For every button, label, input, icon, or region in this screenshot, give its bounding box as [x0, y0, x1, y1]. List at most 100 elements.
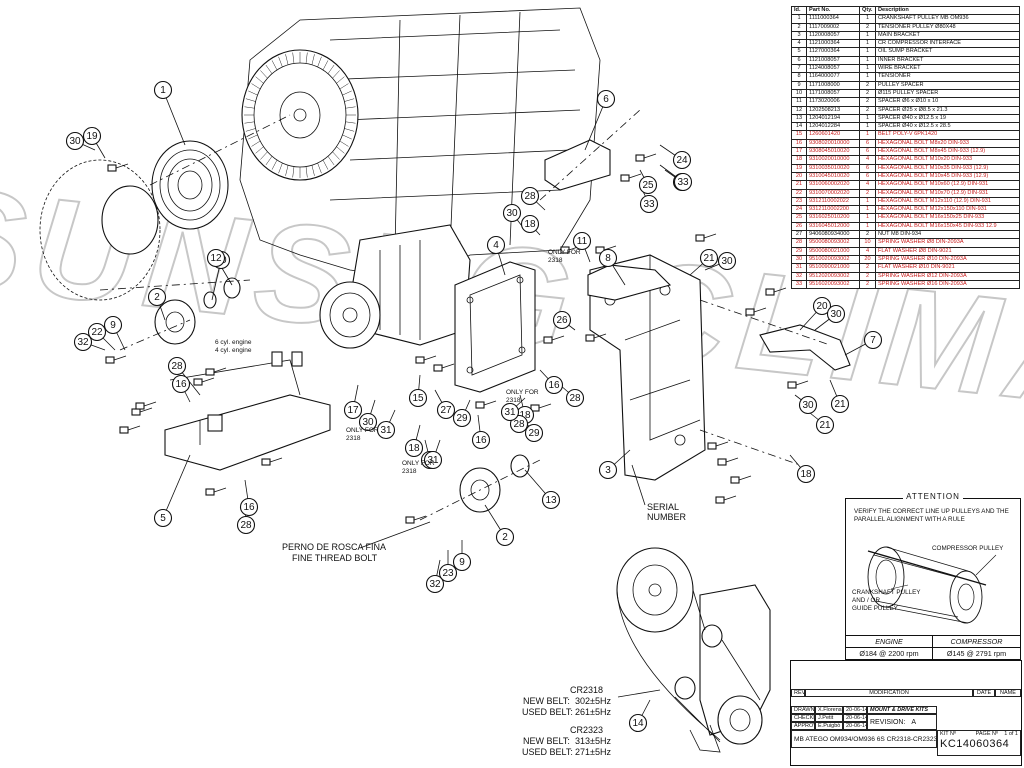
bolt-shank — [723, 495, 737, 501]
bom-cell-part-no: 9406080934000 — [806, 229, 860, 240]
bom-cell-qty: 4 — [859, 155, 876, 165]
callout-label: 28 — [171, 361, 183, 372]
bom-cell-description: SPACER Ø25 x Ø8.5 x 21.3 — [875, 105, 1020, 115]
bom-cell-part-no: 1124008057 — [806, 64, 860, 74]
callout-label: 21 — [703, 253, 715, 264]
bom-cell-qty: 2 — [859, 22, 876, 32]
callout-circle — [471, 430, 491, 450]
callout-label: 28 — [524, 191, 536, 202]
bom-cell-id: 29 — [791, 246, 807, 256]
bom-cell-id: 23 — [791, 196, 807, 207]
callout-circle — [167, 356, 187, 376]
callout-label: 33 — [677, 177, 689, 188]
bom-cell-part-no: 1121000364 — [806, 39, 860, 49]
bolt-shank — [483, 400, 497, 406]
ghost-pulley — [39, 159, 161, 301]
bom-cell-part-no: 1171008000 — [806, 80, 860, 90]
callout-label: 24 — [676, 155, 688, 166]
bom-cell-id: 7 — [791, 64, 807, 74]
cr2318-used-value: 261±5Hz — [575, 707, 611, 717]
tb-page-label: PAGE Nº — [975, 731, 998, 737]
bom-cell-id: 13 — [791, 113, 807, 124]
bom-cell-id: 16 — [791, 138, 807, 149]
bom-cell-qty: 1 — [859, 55, 876, 66]
bom-cell-part-no: 1204012194 — [806, 113, 860, 124]
bom-cell-part-no: 9500080021000 — [806, 246, 860, 256]
tb-drawn-date: 20-06-14 — [843, 706, 867, 714]
bom-cell-id: 12 — [791, 105, 807, 115]
bolt-head — [787, 381, 797, 389]
callout-label: 3 — [605, 465, 611, 476]
cr2323-used-label: USED BELT: — [522, 747, 573, 757]
flywheel-rib — [327, 64, 335, 74]
bolt-head — [715, 496, 725, 504]
bom-cell-qty: 1 — [859, 213, 876, 223]
callout-circle — [520, 214, 540, 234]
callout-circle — [628, 713, 648, 733]
callout-circle — [509, 414, 529, 434]
flywheel-rib — [255, 146, 264, 154]
bom-cell-description: HEXAGONAL BOLT M10x45 DIN-933 (12.9) — [875, 171, 1020, 182]
bom-cell-part-no: 9312110002022 — [806, 196, 860, 207]
bom-cell-part-no: 1202508213 — [806, 105, 860, 115]
bolt-head — [433, 364, 443, 372]
bom-cell-id: 17 — [791, 147, 807, 157]
bolt-head — [261, 458, 271, 466]
bom-cell-id: 24 — [791, 205, 807, 215]
callout-label: 16 — [175, 379, 187, 390]
bom-cell-part-no: 9316045012000 — [806, 221, 860, 232]
flywheel-rib — [317, 56, 322, 68]
callout-circle — [436, 400, 456, 420]
bom-cell-description: TENSIONER — [875, 72, 1020, 82]
bom-cell-qty: 2 — [859, 188, 876, 198]
callout-circle — [798, 395, 818, 415]
flywheel-rib — [311, 54, 315, 65]
flywheel-rib — [260, 70, 268, 79]
callout-circle — [699, 248, 719, 268]
flywheel-rib — [317, 162, 322, 174]
bom-cell-part-no: 1120008057 — [806, 30, 860, 41]
bom-cell-part-no: 9310060002020 — [806, 180, 860, 190]
bom-cell-id: 15 — [791, 130, 807, 140]
bolt-head — [765, 288, 775, 296]
bom-cell-description: NUT M8 DIN-934 — [875, 229, 1020, 240]
leader-line — [162, 454, 191, 519]
bolt-shank — [441, 363, 455, 369]
inner-bracket — [544, 139, 611, 191]
bom-cell-description: HEXAGONAL BOLT M16x150x45 DIN-933 12.9 — [875, 221, 1020, 232]
bolt-head — [107, 164, 117, 172]
callout-circle — [502, 203, 522, 223]
bolt-shank — [643, 153, 657, 159]
callout-label: 31 — [427, 455, 439, 466]
callout-circle — [863, 330, 883, 350]
crankshaft-label-1: CRANKSHAFT PULLEY — [852, 589, 921, 596]
callout-label: 32 — [429, 579, 441, 590]
callout-circle — [236, 515, 256, 535]
callout-label: 9 — [459, 557, 465, 568]
callout-label: 23 — [442, 568, 454, 579]
bolt-head — [717, 458, 727, 466]
callout-circle — [452, 408, 472, 428]
callout-label: 15 — [412, 393, 424, 404]
callout-label: 8 — [605, 253, 611, 264]
bolt-shank — [423, 355, 437, 361]
bolt-shank — [725, 457, 739, 463]
spacer-12b — [291, 351, 303, 367]
bom-cell-qty: 1 — [859, 72, 876, 82]
bolt-shank — [538, 403, 552, 409]
bom-cell-qty: 2 — [859, 80, 876, 90]
callout-balloons: 1223456789910111213141516161616171818181… — [65, 80, 883, 733]
callout-circle — [376, 420, 396, 440]
bolt-shank — [139, 407, 153, 413]
spacer-12a — [271, 351, 283, 367]
callout-label: 6 — [603, 94, 609, 105]
flywheel-rib — [322, 60, 329, 71]
